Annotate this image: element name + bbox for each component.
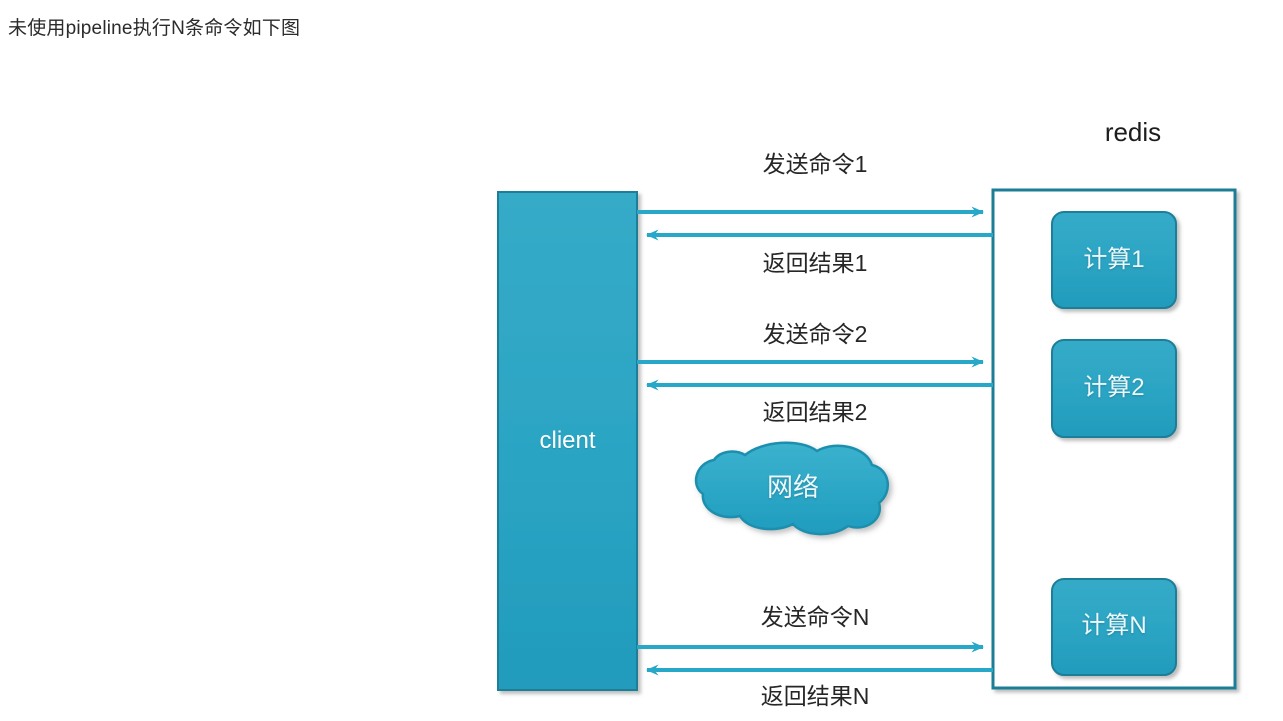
page-title: 未使用pipeline执行N条命令如下图 — [8, 18, 301, 39]
network-cloud[interactable] — [694, 441, 889, 536]
cloud-shape[interactable] — [694, 441, 889, 536]
client-box[interactable] — [497, 191, 638, 691]
compute-2-box[interactable] — [1051, 339, 1177, 438]
redis-node[interactable] — [991, 188, 1237, 690]
compute-n-box[interactable] — [1051, 578, 1177, 676]
compute-1-box[interactable] — [1051, 211, 1177, 309]
client-node[interactable] — [497, 191, 638, 691]
